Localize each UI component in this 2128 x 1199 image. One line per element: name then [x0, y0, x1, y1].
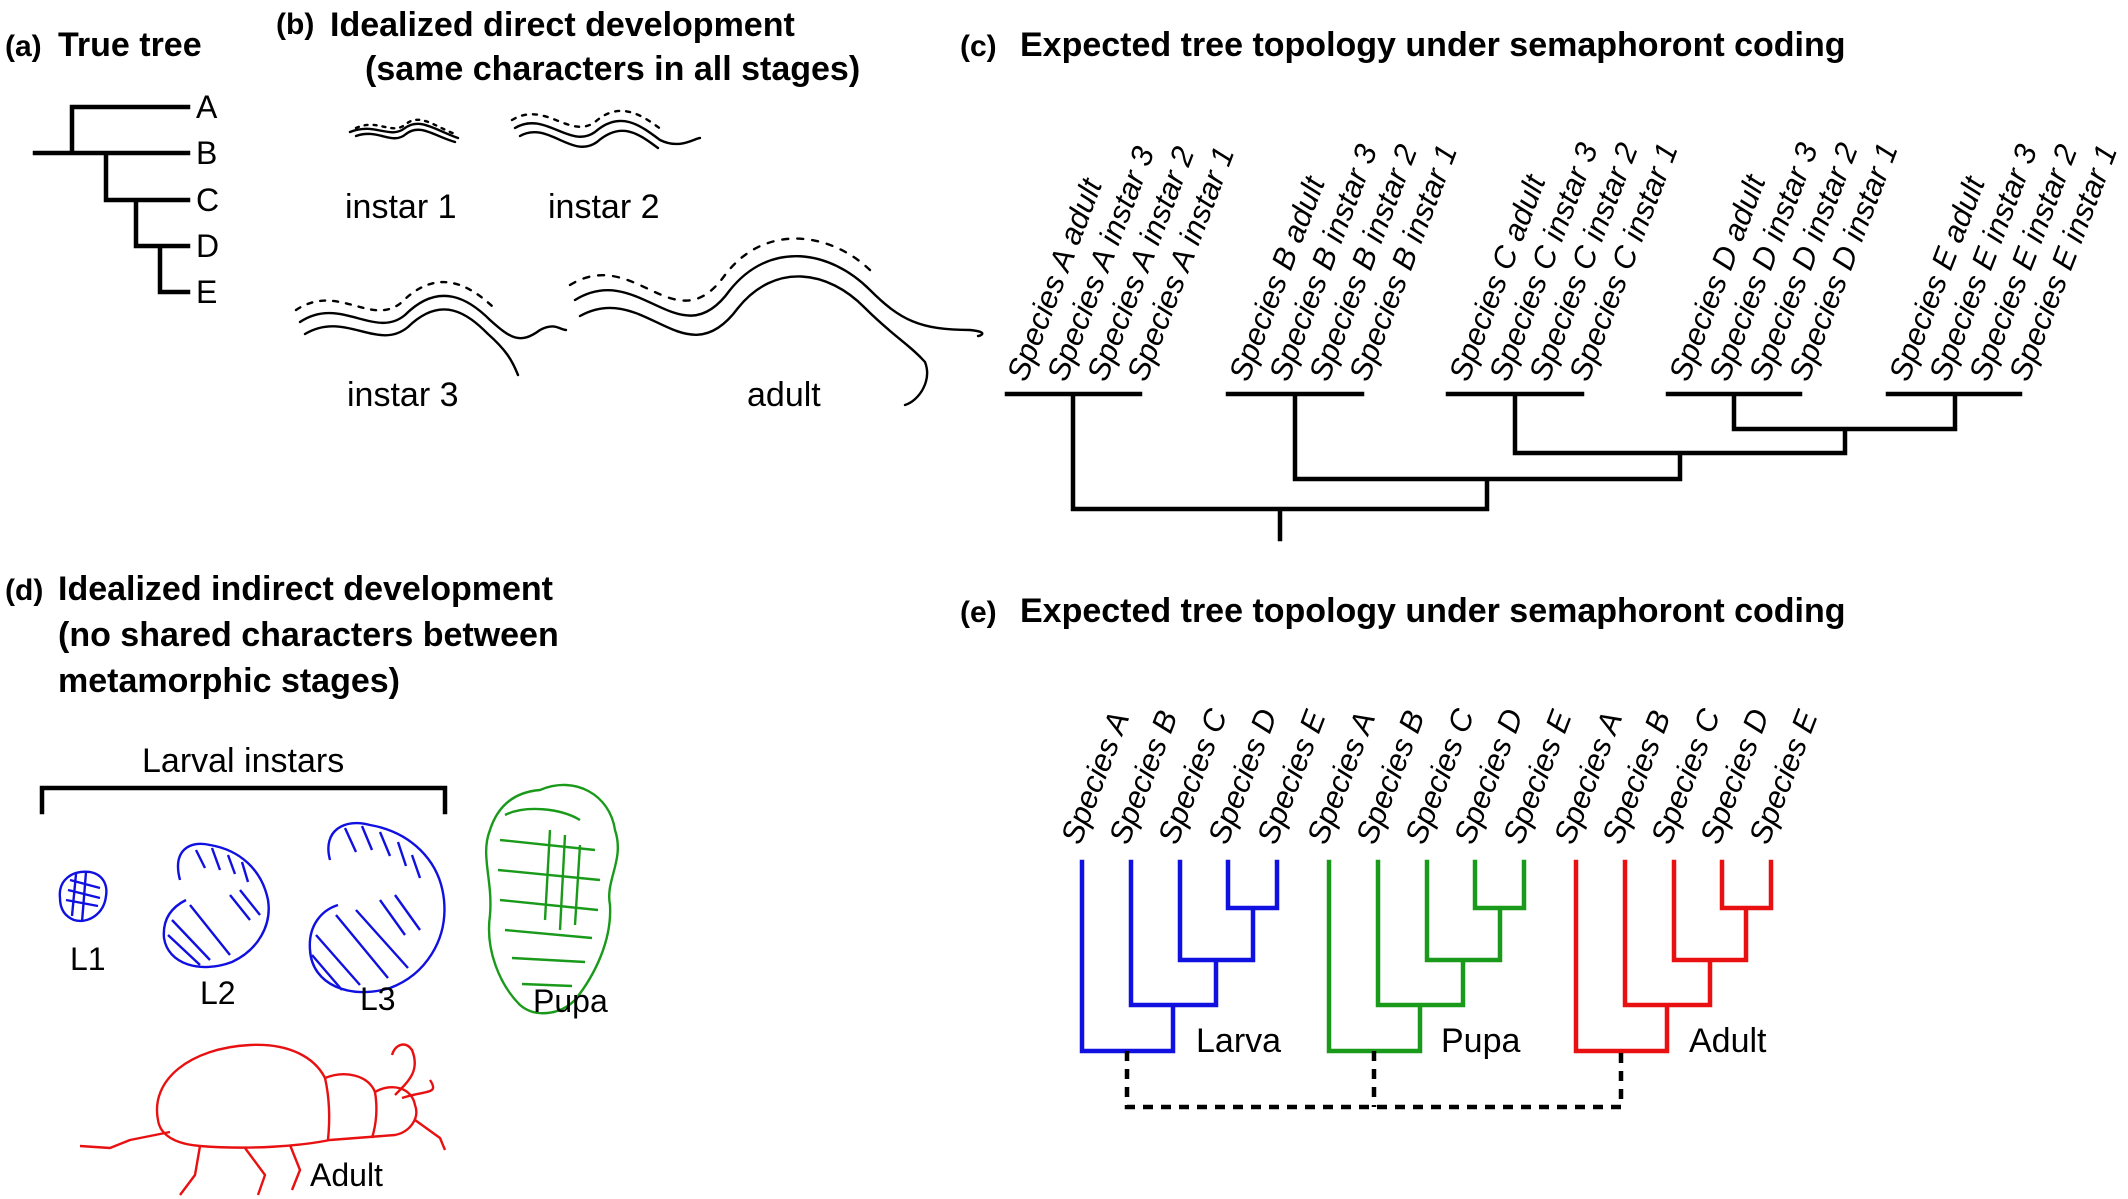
larva-l3-drawing: [308, 821, 446, 994]
larval-instars-label: Larval instars: [142, 742, 344, 780]
panel-b-title-line1: Idealized direct development: [330, 6, 795, 44]
clade-label-larva: Larva: [1196, 1022, 1281, 1060]
panel-b-letter: (b): [276, 8, 314, 41]
panel-e-title: Expected tree topology under semaphoront…: [1020, 592, 1846, 630]
semaphoront-tree-c-branches: [1004, 391, 2023, 542]
true-tree-tip-c: C: [196, 182, 219, 218]
worm-adult-drawing: [568, 237, 984, 407]
panel-d-title-line3: metamorphic stages): [58, 662, 400, 700]
adult-clade-branches: [1573, 859, 1774, 1054]
true-tree-tip-e: E: [196, 274, 217, 310]
label-adult: adult: [747, 376, 821, 414]
panel-a-letter: (a): [5, 30, 42, 63]
clade-label-adult: Adult: [1689, 1022, 1767, 1060]
panel-d: (d) Idealized indirect development (no s…: [5, 570, 620, 1196]
panel-c-letter: (c): [960, 30, 997, 63]
panel-a: (a) True tree A B C D E: [5, 26, 219, 310]
label-l1: L1: [70, 941, 106, 977]
worm-instar-1-drawing: [348, 118, 460, 144]
label-adult-beetle: Adult: [310, 1157, 383, 1193]
panel-d-letter: (d): [5, 574, 43, 607]
larva-clade-branches: [1079, 859, 1280, 1054]
larval-instars-bracket: [39, 785, 448, 815]
pupa-drawing: [484, 783, 620, 1015]
true-tree-tip-a: A: [196, 89, 218, 125]
true-tree-tip-d: D: [196, 228, 219, 264]
worm-instar-3-drawing: [294, 281, 568, 377]
stage-connector-dashed: [1124, 1051, 1624, 1110]
larva-l1-drawing: [58, 870, 108, 923]
panel-c: (c) Expected tree topology under semapho…: [960, 26, 2124, 542]
label-pupa: Pupa: [533, 983, 608, 1019]
label-l2: L2: [200, 975, 236, 1011]
true-tree-branches: [32, 104, 191, 295]
panel-b: (b) Idealized direct development (same c…: [276, 6, 984, 414]
panel-e: (e) Expected tree topology under semapho…: [960, 592, 1846, 1110]
pupa-clade-branches: [1326, 859, 1527, 1054]
panel-b-title-line2: (same characters in all stages): [365, 50, 860, 88]
panel-a-title: True tree: [58, 26, 202, 64]
larva-l2-drawing: [162, 842, 270, 969]
label-l3: L3: [360, 981, 396, 1017]
panel-e-letter: (e): [960, 596, 997, 629]
adult-beetle-drawing: [79, 1043, 447, 1196]
label-instar-2: instar 2: [548, 188, 660, 226]
panel-c-title: Expected tree topology under semaphoront…: [1020, 26, 1846, 64]
panel-d-title-line1: Idealized indirect development: [58, 570, 553, 608]
clade-label-pupa: Pupa: [1441, 1022, 1520, 1060]
true-tree-tip-b: B: [196, 135, 217, 171]
label-instar-1: instar 1: [345, 188, 457, 226]
worm-instar-2-drawing: [510, 109, 702, 150]
label-instar-3: instar 3: [347, 376, 459, 414]
panel-d-title-line2: (no shared characters between: [58, 616, 559, 654]
